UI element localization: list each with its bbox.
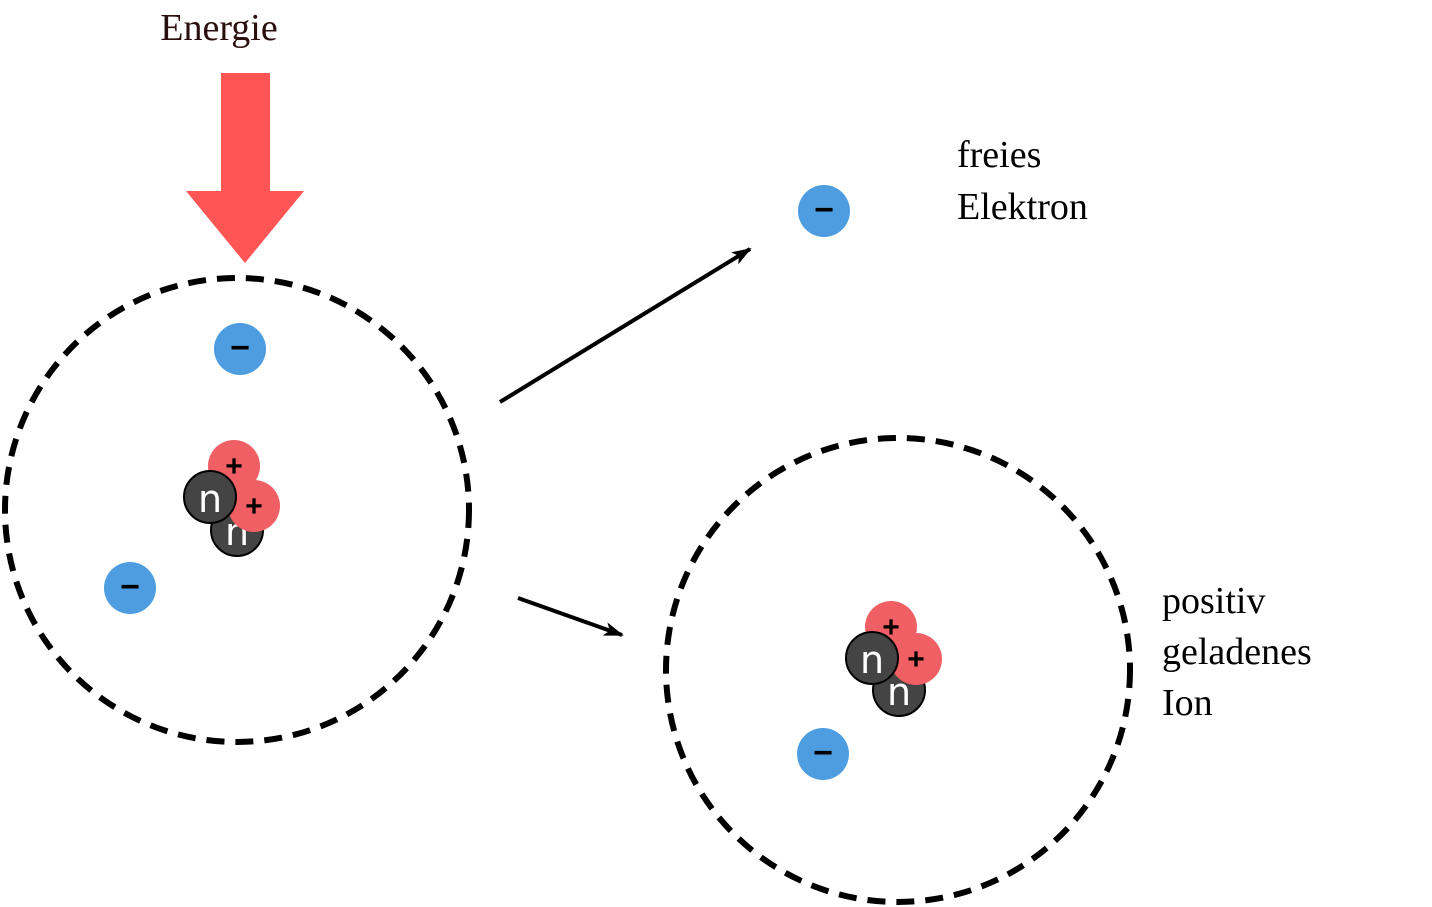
arrow-to-free-electron [498, 247, 752, 404]
nucleus-left: n + + n [183, 440, 280, 557]
proton-symbol: + [245, 490, 263, 523]
neutron-symbol: n [860, 638, 884, 682]
ion-label-line1: positiv [1162, 580, 1265, 622]
electron-top: − [214, 323, 266, 375]
energy-arrow [186, 73, 304, 263]
proton-symbol: + [907, 643, 925, 676]
electron-left: − [104, 562, 156, 614]
ion-label-line2: geladenes [1162, 631, 1312, 673]
proton-right: + [228, 480, 280, 532]
arrow-to-ion [517, 596, 624, 637]
proton-symbol: + [225, 450, 243, 483]
electron-symbol: − [813, 734, 833, 772]
atom-shell-right [663, 435, 1133, 905]
electron-symbol: − [120, 568, 140, 606]
electron-symbol: − [814, 191, 834, 229]
neutral-atom: − − n + + n [2, 275, 472, 745]
electron-ion: − [797, 728, 849, 780]
free-electron-label-line2: Elektron [957, 186, 1088, 228]
ion-label-line3: Ion [1162, 682, 1213, 724]
neutron-front: n [845, 631, 899, 685]
nucleus-right: n + + n [845, 601, 942, 717]
free-electron: − [798, 185, 850, 237]
proton-right: + [890, 633, 942, 685]
atom-shell-left [2, 275, 472, 745]
neutron-symbol: n [198, 477, 222, 521]
free-electron-label-line1: freies [957, 134, 1041, 176]
energy-label: Energie [160, 7, 277, 49]
electron-symbol: − [230, 329, 250, 367]
positive-ion: − n + + n [663, 435, 1133, 905]
neutron-front: n [183, 470, 237, 524]
